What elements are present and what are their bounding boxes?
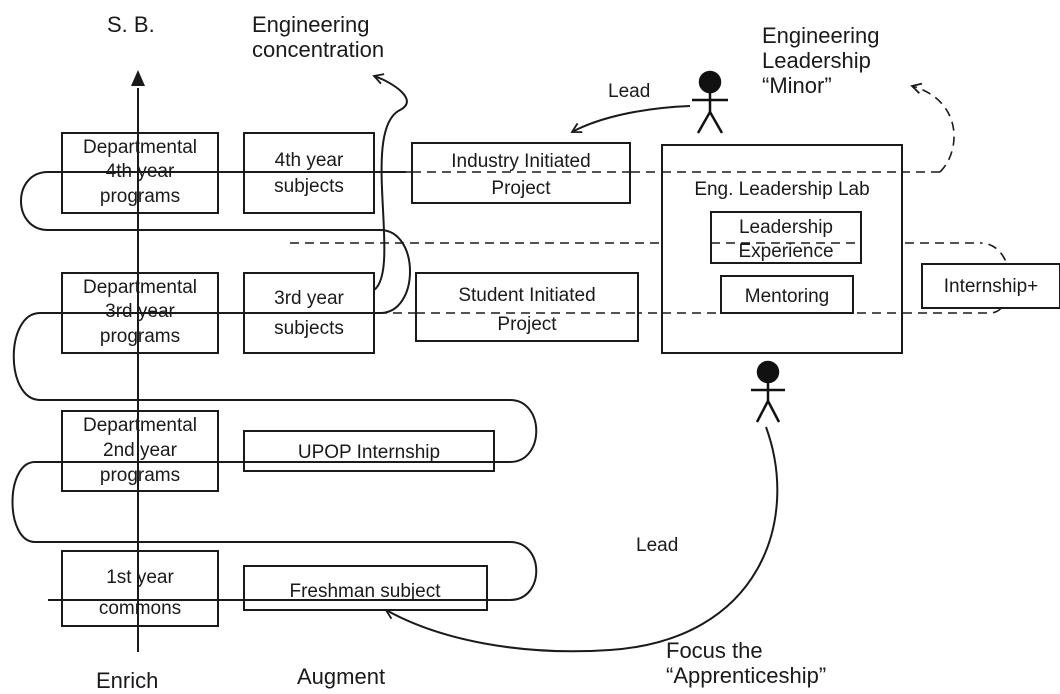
sb-axis-arrowhead: [131, 70, 145, 86]
eng-minor-line1: Engineering: [762, 23, 879, 48]
student-project-box: [415, 272, 639, 342]
apprentice-figure-icon: [751, 360, 785, 423]
augment-label: Augment: [297, 664, 385, 689]
dept-2nd-line1: Departmental: [83, 415, 197, 436]
industry-project-box: [411, 142, 631, 204]
upop-internship-label: UPOP Internship: [298, 442, 440, 463]
lead-label-bottom: Lead: [636, 535, 678, 556]
leadership-experience-box: [710, 211, 862, 264]
student-project-line2: Project: [497, 314, 557, 335]
eng-concentration-line2: concentration: [252, 37, 384, 62]
mentoring-label: Mentoring: [745, 286, 830, 307]
internship-plus-box: [921, 263, 1060, 309]
eng-minor-line3: “Minor”: [762, 73, 832, 98]
first-year-box: [61, 550, 219, 627]
focus-label-line2: “Apprenticeship”: [666, 663, 826, 688]
lead-label-top: Lead: [608, 81, 650, 102]
upop-internship-box: [243, 430, 495, 472]
leadership-experience-line1: Leadership: [739, 217, 833, 238]
freshman-subject-box: [243, 565, 488, 611]
sb-label: S. B.: [107, 12, 155, 37]
third-year-subjects-line1: 3rd year: [274, 288, 344, 309]
concentration-arrow: [372, 73, 408, 291]
third-year-subjects-line2: subjects: [274, 318, 344, 339]
dept-3rd-line2: 3rd year: [105, 301, 175, 322]
focus-label-line1: Focus the: [666, 638, 763, 663]
first-year-line1: 1st year: [106, 567, 174, 588]
eng-concentration-line1: Engineering: [252, 12, 369, 37]
industry-project-line2: Project: [491, 178, 551, 199]
first-year-line2: commons: [99, 598, 181, 619]
dept-4th-line2: 4th year: [106, 161, 175, 182]
industry-project-line1: Industry Initiated: [451, 151, 590, 172]
enrich-label: Enrich: [96, 668, 158, 693]
dept-4th-line3: programs: [100, 186, 180, 207]
leadership-experience-line2: Experience: [738, 241, 833, 262]
dashed-arrow-minor: [910, 82, 955, 173]
dept-4th-line1: Departmental: [83, 137, 197, 158]
dept-3rd-line1: Departmental: [83, 277, 197, 298]
dept-2nd-line3: programs: [100, 465, 180, 486]
dept-2nd-box: [61, 410, 219, 492]
serpentine-path: [11, 171, 538, 601]
lead-arrow-bottom: [384, 426, 779, 653]
fourth-year-subjects-line1: 4th year: [275, 150, 344, 171]
leader-figure-icon: [692, 70, 728, 134]
internship-plus-label: Internship+: [944, 276, 1039, 297]
fourth-year-subjects-line2: subjects: [274, 176, 344, 197]
lead-arrow-top: [570, 105, 691, 134]
student-project-line1: Student Initiated: [458, 285, 595, 306]
freshman-subject-label: Freshman subject: [289, 581, 441, 602]
leadership-lab-title: Eng. Leadership Lab: [694, 179, 869, 200]
dept-3rd-line3: programs: [100, 326, 180, 347]
eng-minor-line2: Leadership: [762, 48, 871, 73]
dept-2nd-line2: 2nd year: [103, 440, 178, 461]
